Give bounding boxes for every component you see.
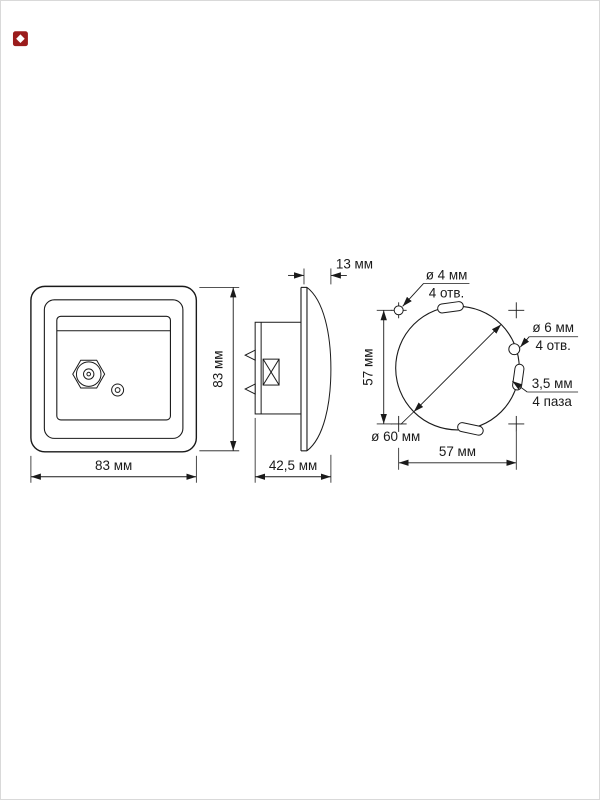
hole-4mm [393, 305, 404, 316]
side-depth-label: 42,5 мм [269, 458, 317, 473]
hole-4mm-count: 4 отв. [429, 285, 464, 300]
brand-logo-diamond [16, 34, 25, 43]
claw-spike-bottom [244, 383, 256, 395]
claw-spike-top [244, 349, 256, 361]
circle-diameter-label: ø 60 мм [371, 429, 420, 444]
hole-6mm [508, 343, 521, 356]
side-protrusion-label: 13 мм [336, 256, 373, 271]
front-height-label: 83 мм [210, 351, 225, 388]
screw-head [111, 383, 125, 397]
leader-extension [400, 411, 415, 425]
connector-socket [83, 368, 95, 380]
side-protrusion-dimension: 13 мм [288, 256, 373, 285]
screw-center [114, 387, 121, 393]
callout-hole-4mm: ø 4 мм 4 отв. [402, 267, 470, 307]
corner-hole-marks [390, 302, 525, 432]
front-width-label: 83 мм [95, 458, 132, 473]
hole-6mm-count: 4 отв. [535, 338, 570, 353]
horizontal-pitch-dimension: 57 мм [398, 431, 517, 470]
callout-hole-6mm: ø 6 мм 4 отв. [519, 320, 579, 353]
side-depth-dimension: 42,5 мм [254, 417, 332, 483]
slot-label: 3,5 мм [532, 376, 573, 391]
connector-pin [86, 371, 91, 377]
coax-connector [72, 359, 106, 389]
mounting-claw [244, 349, 280, 395]
front-center-plate [56, 315, 171, 421]
back-view: ø 60 мм ø 4 мм 4 отв. ø 6 мм 4 отв. 3,5 … [361, 267, 579, 470]
plate-dome-profile [306, 286, 332, 452]
vertical-pitch-label: 57 мм [361, 349, 376, 386]
rim-slot-bottom [457, 422, 484, 436]
rim-slot-top [437, 301, 464, 314]
front-height-dimension: 83 мм [199, 286, 240, 452]
front-view: 83 мм 83 мм [30, 285, 240, 483]
vertical-pitch-dimension: 57 мм [361, 309, 392, 425]
circle-diameter-dimension: ø 60 мм [371, 324, 502, 444]
hole-6mm-label: ø 6 мм [532, 320, 574, 335]
horizontal-pitch-label: 57 мм [439, 444, 476, 459]
callout-slot-35mm: 3,5 мм 4 паза [512, 376, 579, 409]
brand-logo [12, 31, 28, 47]
leader-line [519, 336, 530, 348]
leader-line [512, 380, 528, 393]
leader-line [402, 283, 424, 307]
claw-cross-line [262, 358, 280, 386]
slot-count: 4 паза [532, 394, 572, 409]
hole-4mm-label: ø 4 мм [426, 267, 468, 282]
side-view: 13 мм 42,5 мм [244, 256, 373, 483]
side-face-plate [300, 286, 332, 452]
fixing-screw [111, 383, 125, 397]
front-width-dimension: 83 мм [30, 455, 197, 483]
diameter-line [413, 324, 502, 413]
